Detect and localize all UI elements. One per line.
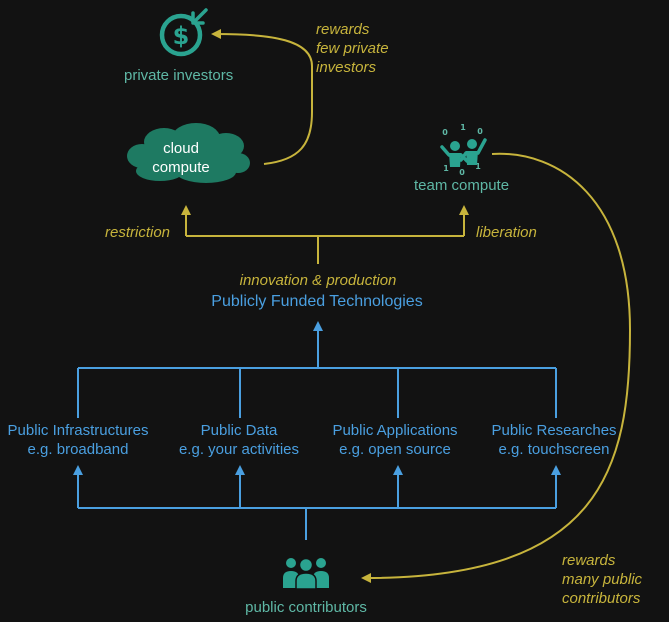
team-digit: 0 bbox=[459, 168, 465, 177]
team-digit: 0 bbox=[477, 127, 483, 136]
public-contributors-label: public contributors bbox=[245, 599, 367, 616]
liberation-label: liberation bbox=[476, 224, 537, 241]
category-example: e.g. broadband bbox=[27, 441, 129, 458]
innovation-production-label: innovation & production bbox=[239, 272, 397, 289]
cloud-compute-label: cloud compute bbox=[152, 139, 210, 177]
rewards-many-line: contributors bbox=[562, 590, 641, 607]
category-public-researches: Public Researches e.g. touchscreen bbox=[491, 421, 616, 459]
category-title: Public Applications bbox=[332, 422, 458, 439]
team-compute-label: team compute bbox=[414, 177, 510, 194]
rewards-few-line: investors bbox=[316, 59, 377, 76]
category-public-applications: Public Applications e.g. open source bbox=[332, 421, 457, 459]
category-title: Public Data bbox=[200, 422, 278, 439]
team-digit: 0 bbox=[442, 128, 448, 137]
category-example: e.g. open source bbox=[339, 441, 451, 458]
rewards-few-arrow bbox=[211, 29, 313, 165]
category-title: Public Researches bbox=[491, 422, 617, 439]
bottom-bus-connector bbox=[73, 465, 561, 540]
rewards-many-arrow bbox=[361, 152, 632, 583]
rewards-few-line: rewards bbox=[316, 21, 370, 38]
team-digit: 1 bbox=[460, 123, 466, 132]
category-example: e.g. your activities bbox=[178, 441, 300, 458]
cloud-shape bbox=[127, 123, 250, 183]
svg-text:$: $ bbox=[173, 22, 190, 50]
rewards-many-line: rewards bbox=[562, 552, 616, 569]
team-celebrating-icon: 0 1 0 1 0 1 bbox=[440, 123, 487, 177]
cloud-compute-line: cloud bbox=[163, 140, 199, 157]
publicly-funded-technologies-title: Publicly Funded Technologies bbox=[211, 293, 423, 310]
dollar-coin-incoming-icon: $ bbox=[159, 8, 208, 57]
group-of-people-icon bbox=[283, 557, 329, 590]
rewards-many-line: many public bbox=[562, 571, 643, 588]
rewards-many-public-contributors-label: rewards many public contributors bbox=[562, 551, 642, 608]
restriction-label: restriction bbox=[105, 224, 171, 241]
team-digit: 1 bbox=[475, 162, 481, 171]
category-title: Public Infrastructures bbox=[7, 422, 149, 439]
category-public-infrastructures: Public Infrastructures e.g. broadband bbox=[8, 421, 149, 459]
category-example: e.g. touchscreen bbox=[498, 441, 610, 458]
top-bus-connector bbox=[77, 321, 557, 418]
private-investors-label: private investors bbox=[124, 67, 234, 84]
innovation-branch-connector bbox=[181, 205, 469, 264]
category-public-data: Public Data e.g. your activities bbox=[179, 421, 299, 459]
cloud-compute-line: compute bbox=[152, 159, 210, 176]
rewards-few-line: few private bbox=[316, 40, 389, 57]
rewards-few-private-investors-label: rewards few private investors bbox=[316, 20, 389, 77]
team-digit: 1 bbox=[443, 164, 449, 173]
